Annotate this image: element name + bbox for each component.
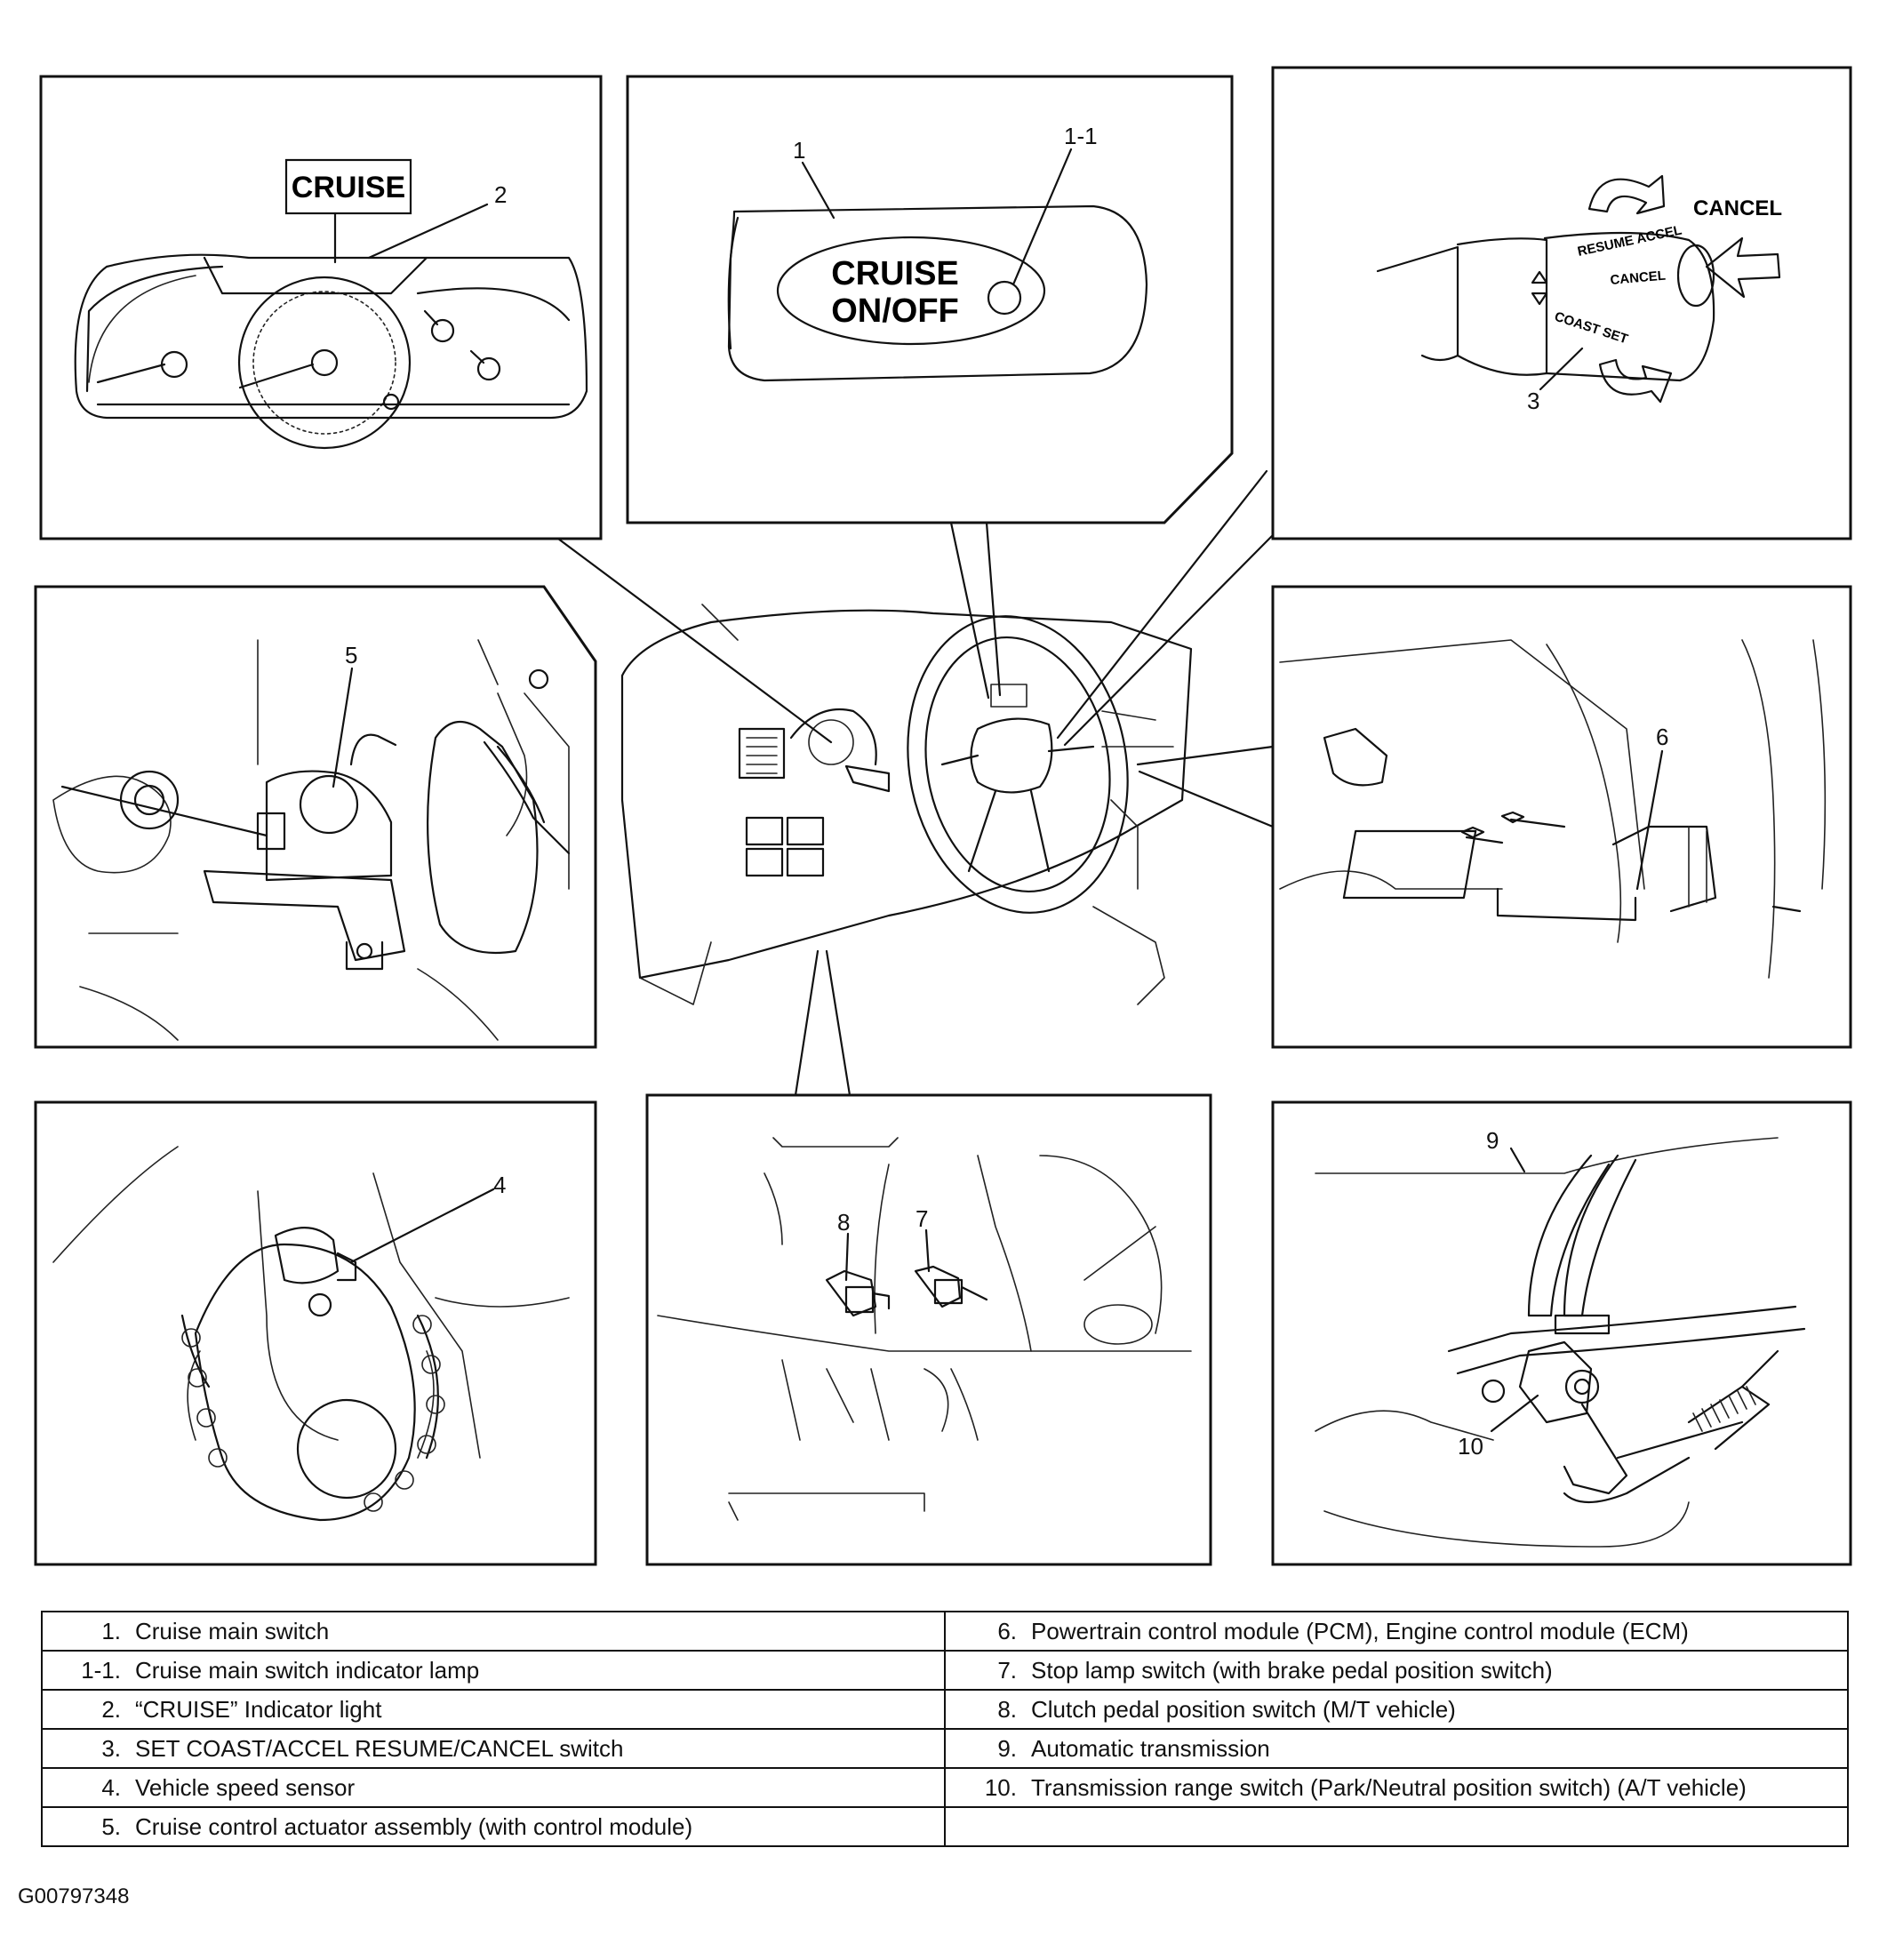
legend-num: 6. — [997, 1617, 1017, 1644]
callout-3: 3 — [1527, 388, 1539, 414]
center-dashboard-view — [620, 604, 1193, 1005]
legend-num: 10. — [984, 1773, 1017, 1801]
panel-instrument-cluster: CRUISE 2 — [39, 75, 603, 540]
panel-pedal-switches: 8 7 — [645, 1093, 1212, 1566]
legend-num: 3. — [101, 1734, 121, 1762]
panel-cruise-main-switch: CRUISE ON/OFF 1 1-1 — [626, 75, 1234, 524]
legend-row: 2. “CRUISE” Indicator light 8. Clutch peda… — [41, 1689, 1849, 1730]
legend-text: Vehicle speed sensor — [135, 1773, 356, 1801]
indicator-lamp-circle — [987, 280, 1022, 316]
legend-num: 8. — [997, 1695, 1017, 1723]
legend-text: Cruise main switch — [135, 1617, 330, 1644]
callout-10: 10 — [1458, 1433, 1483, 1460]
lever-cancel-marking: CANCEL — [1610, 268, 1667, 288]
legend-text: Cruise main switch indicator lamp — [135, 1656, 480, 1684]
callout-8: 8 — [837, 1209, 850, 1236]
legend-row: 1-1. Cruise main switch indicator lamp 7.… — [41, 1650, 1849, 1691]
legend-num: 7. — [997, 1656, 1017, 1684]
legend-text: Clutch pedal position switch (M/T vehicl… — [1031, 1695, 1456, 1723]
legend-row: 5. Cruise control actuator assembly (with… — [41, 1806, 1849, 1847]
legend-num: 1. — [101, 1617, 121, 1644]
legend-num: 4. — [101, 1773, 121, 1801]
panel-transmission: 9 10 — [1271, 1100, 1852, 1566]
leader-lines — [556, 469, 1275, 1097]
callout-6: 6 — [1656, 724, 1668, 750]
legend-num: 5. — [101, 1812, 121, 1840]
legend-text: Stop lamp switch (with brake pedal posit… — [1031, 1656, 1553, 1684]
panel-lever-switch: RESUME ACCEL CANCEL COAST SET CANCEL 3 — [1271, 66, 1852, 540]
legend-text: SET COAST/ACCEL RESUME/CANCEL switch — [135, 1734, 624, 1762]
callout-7: 7 — [916, 1205, 928, 1232]
cruise-sign-text: CRUISE — [292, 171, 405, 204]
legend-text: Automatic transmission — [1031, 1734, 1270, 1762]
legend-row: 1. Cruise main switch 6. Powertrain contro… — [41, 1611, 1849, 1652]
switch-text-line1: CRUISE — [831, 255, 959, 292]
switch-text-line2: ON/OFF — [831, 292, 959, 330]
component-location-diagram: CRUISE 2 CRUISE ON/OFF 1 1-1 RESUME ACCE… — [34, 66, 1852, 1566]
legend-text: Transmission range switch (Park/Neutral … — [1031, 1773, 1747, 1801]
legend-row: 4. Vehicle speed sensor 10. Transmission r… — [41, 1767, 1849, 1808]
legend-text: “CRUISE” Indicator light — [135, 1695, 382, 1723]
callout-1: 1 — [793, 137, 805, 164]
panel-actuator: 5 — [34, 585, 597, 1049]
legend-num: 1-1. — [81, 1656, 121, 1684]
legend-num: 9. — [997, 1734, 1017, 1762]
panel-pcm: 6 — [1271, 585, 1852, 1049]
callout-5: 5 — [345, 642, 357, 668]
legend-table: 1. Cruise main switch 6. Powertrain contro… — [41, 1611, 1849, 1847]
legend-text: Powertrain control module (PCM), Engine … — [1031, 1617, 1689, 1644]
legend-text: Cruise control actuator assembly (with c… — [135, 1812, 693, 1840]
legend-row: 3. SET COAST/ACCEL RESUME/CANCEL switch 9… — [41, 1728, 1849, 1769]
figure-id: G00797348 — [18, 1884, 130, 1908]
callout-1-1: 1-1 — [1064, 123, 1098, 149]
panel-speed-sensor: 4 — [34, 1100, 597, 1566]
legend-num: 2. — [101, 1695, 121, 1723]
callout-4: 4 — [493, 1172, 506, 1198]
lever-cancel-callout: CANCEL — [1693, 196, 1782, 220]
callout-9: 9 — [1486, 1127, 1499, 1154]
callout-2: 2 — [494, 181, 507, 208]
